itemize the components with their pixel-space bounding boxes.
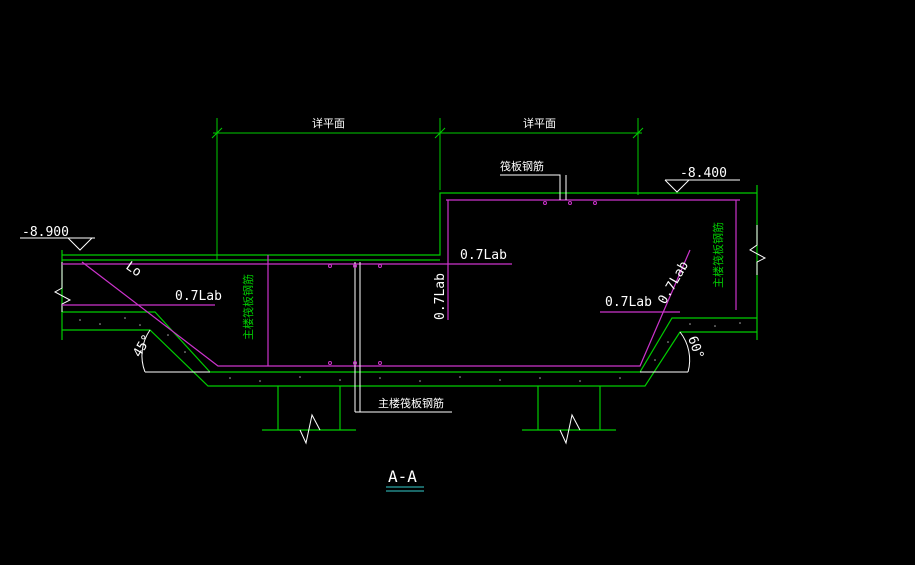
lab-label-left: 0.7Lab xyxy=(175,289,222,304)
lab-label-right: 0.7Lab xyxy=(605,295,652,310)
main-bar-vertical-right: 主楼筏板钢筋 xyxy=(711,222,725,288)
angle-right: 60° xyxy=(684,334,706,361)
lab-label-top: 0.7Lab xyxy=(460,248,507,263)
concrete-hatch xyxy=(79,317,741,382)
dim-label-left: 详平面 xyxy=(312,116,345,130)
main-bar-vertical-left: 主楼筏板钢筋 xyxy=(241,274,255,340)
section-outline xyxy=(61,185,758,431)
rebar-lines xyxy=(62,199,740,367)
section-title: A-A xyxy=(388,467,417,486)
rebar-dots xyxy=(328,201,597,365)
leader-lines xyxy=(354,174,567,413)
elevation-marker-left xyxy=(20,237,95,251)
main-raft-bar-label: 主楼筏板钢筋 xyxy=(378,396,444,410)
dimension-lines xyxy=(211,118,644,260)
angle-left: 45° xyxy=(130,332,155,360)
break-lines xyxy=(53,225,767,445)
section-title-underline xyxy=(386,486,424,492)
elevation-marker-right xyxy=(664,179,740,193)
angle-arcs xyxy=(141,329,691,373)
elevation-right: -8.400 xyxy=(680,166,727,181)
lab-label-vertical: 0.7Lab xyxy=(433,273,448,320)
lo-label: Lo xyxy=(123,259,144,280)
elevation-left: -8.900 xyxy=(22,225,69,240)
lab-label-slope: 0.7Lab xyxy=(655,259,692,307)
raft-bar-label: 筏板钢筋 xyxy=(500,159,544,173)
dim-label-right: 详平面 xyxy=(523,116,556,130)
